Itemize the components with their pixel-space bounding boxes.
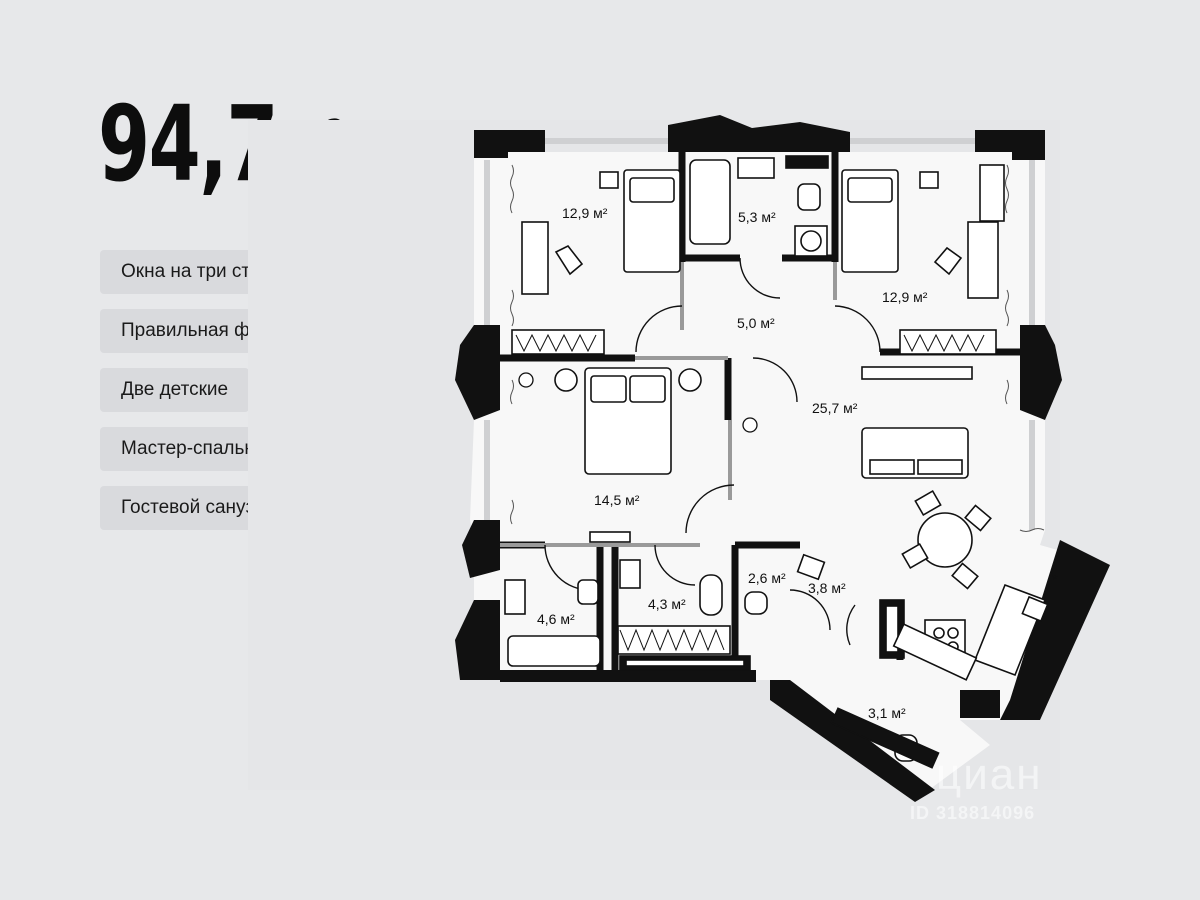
lower-rooms-furniture xyxy=(504,553,940,769)
partitions xyxy=(500,262,837,547)
bathroom-furniture xyxy=(689,155,829,257)
feature-tag: Две детские xyxy=(100,368,250,412)
ventilation-icon: * xyxy=(1052,571,1058,587)
living-furniture xyxy=(861,366,992,590)
room-area-bathroom: 5,3 м² xyxy=(738,209,776,225)
room-area-labels: 12,9 м² 5,3 м² 12,9 м² 5,0 м² 25,7 м² 14… xyxy=(537,205,928,721)
watermark-id: ID 318814096 xyxy=(910,803,1036,823)
room-area-storage: 3,1 м² xyxy=(868,705,906,721)
room-area-wardrobe: 4,3 м² xyxy=(648,596,686,612)
master-bedroom-furniture xyxy=(554,367,702,543)
kitchen-furniture xyxy=(879,583,1049,681)
curtains xyxy=(510,164,1045,532)
windows xyxy=(484,138,1035,530)
outer-walls xyxy=(455,115,1110,802)
room-area-master: 14,5 м² xyxy=(594,492,640,508)
watermark-brand: циан xyxy=(936,750,1043,799)
plant-icon xyxy=(518,372,758,433)
interior-walls xyxy=(500,152,1020,670)
room-area-bedroom-1: 12,9 м² xyxy=(562,205,608,221)
room-area-hall: 5,0 м² xyxy=(737,315,775,331)
wardrobe-hatching xyxy=(515,333,985,652)
room-area-living: 25,7 м² xyxy=(812,400,858,416)
room-area-wc-small: 2,6 м² xyxy=(748,570,786,586)
room-area-wc-left: 4,6 м² xyxy=(537,611,575,627)
room-area-bedroom-2: 12,9 м² xyxy=(882,289,928,305)
room-area-entry: 3,8 м² xyxy=(808,580,846,596)
